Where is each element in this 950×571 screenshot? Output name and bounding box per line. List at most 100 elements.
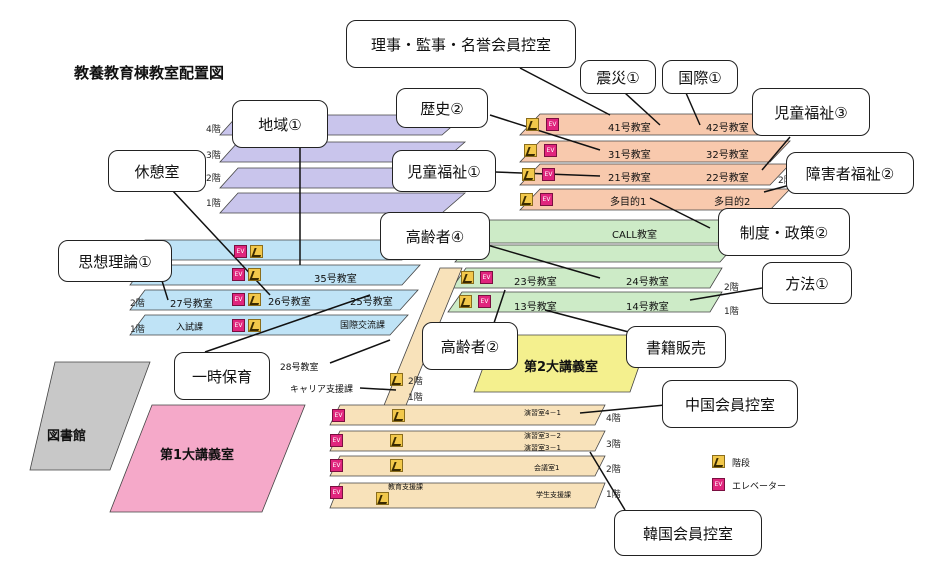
room-35: 35号教室 [314,274,357,285]
room-31: 31号教室 [608,150,651,161]
room-admission: 入試課 [176,323,204,333]
floor-label-4: 4階 [206,125,221,135]
elevator-icon: EV [546,118,559,131]
elevator-icon: EV [540,193,553,206]
lecture-hall-1 [109,404,306,513]
legend-elevator-icon: EV [712,478,725,491]
callout-method: 方法① [762,262,852,304]
elevator-icon: EV [232,268,245,281]
room-26: 26号教室 [268,297,311,308]
stairs-icon [461,271,474,284]
room-24: 24号教室 [626,277,669,288]
elevator-icon: EV [478,295,491,308]
elevator-icon: EV [330,434,343,447]
page-title: 教養教育棟教室配置図 [74,64,225,82]
room-25: 25号教室 [350,297,393,308]
callout-disability-welfare-2: 障害者福祉② [786,152,914,194]
room-22: 22号教室 [706,173,749,184]
callout-elderly-2: 高齢者② [422,322,518,370]
stairs-icon [248,293,261,306]
room-career: キャリア支援課 [290,385,354,395]
callout-elderly-4: 高齢者④ [380,212,490,260]
lecture-hall-1-label: 第1大講義室 [160,448,235,463]
floor-label-2-blue: 2階 [130,299,145,309]
floor-label-1-blue: 1階 [130,325,145,335]
callout-board-room: 理事・監事・名誉会員控室 [346,20,576,68]
room-call: CALL教室 [612,230,657,241]
stairs-icon [376,492,389,505]
stairs-icon [392,409,405,422]
library-label: 図書館 [47,429,87,444]
floor-label-3-tan: 3階 [606,440,621,450]
room-28: 28号教室 [280,363,319,373]
callout-policy: 制度・政策② [718,208,850,256]
legend-elevator-label: エレベーター [732,482,787,492]
lecture-hall-2 [473,334,651,393]
callout-disaster: 震災① [580,60,656,94]
callout-childcare: 一時保育 [174,352,270,400]
room-multi1: 多目的1 [610,197,647,208]
elevator-icon: EV [232,293,245,306]
callout-rest-room: 休憩室 [108,150,206,192]
elevator-icon: EV [332,409,345,422]
floor-label-4-tan: 4階 [606,414,621,424]
floor-label-1-connector: 1階 [408,393,423,403]
elevator-icon: EV [234,245,247,258]
room-27: 27号教室 [170,299,213,310]
green-building [447,219,741,313]
stairs-icon [526,118,539,131]
callout-child-welfare-3: 児童福祉③ [752,88,870,136]
lecture-hall-2-label: 第2大講義室 [524,360,599,375]
stairs-icon [248,268,261,281]
callout-child-welfare-1: 児童福祉① [392,150,496,192]
callout-korea-room: 韓国会員控室 [614,510,762,556]
room-13: 13号教室 [514,302,557,313]
stairs-icon [390,434,403,447]
room-14: 14号教室 [626,302,669,313]
room-ex31: 演習室3－1 [524,444,561,452]
floor-label-2: 2階 [206,174,221,184]
stairs-icon [524,144,537,157]
elevator-icon: EV [330,459,343,472]
elevator-icon: EV [232,319,245,332]
elevator-icon: EV [542,168,555,181]
stairs-icon [459,295,472,308]
room-42: 42号教室 [706,123,749,134]
room-23: 23号教室 [514,277,557,288]
room-ex32: 演習室3－2 [524,432,561,440]
room-41: 41号教室 [608,123,651,134]
callout-thought-theory: 思想理論① [58,240,172,282]
stairs-icon [390,459,403,472]
stairs-icon [522,168,535,181]
callout-international: 国際① [662,60,738,94]
stairs-icon [390,373,403,386]
elevator-icon: EV [544,144,557,157]
stairs-icon [248,319,261,332]
floor-label-2-tan: 2階 [606,465,621,475]
elevator-icon: EV [330,486,343,499]
room-edu-support: 教育支援課 [388,483,423,491]
room-conf1: 会議室1 [534,464,560,472]
callout-pointers [157,67,791,511]
floor-label-3: 3階 [206,151,221,161]
callout-china-room: 中国会員控室 [662,380,798,428]
callout-region: 地域① [232,100,328,148]
floor-label-2-orange: 2階 [778,173,793,186]
floor-label-2-green: 2階 [724,283,739,293]
callout-history: 歴史② [396,88,488,128]
room-ex41: 演習室4－1 [524,409,561,417]
room-32: 32号教室 [706,150,749,161]
legend-stairs-icon [712,455,725,468]
legend-stairs-label: 階段 [732,459,751,469]
room-student-support: 学生支援課 [536,491,571,499]
floor-label-1-tan: 1階 [606,490,621,500]
stairs-icon [520,193,533,206]
callout-book-sales: 書籍販売 [626,326,726,368]
elevator-icon: EV [480,271,493,284]
room-intl-office: 国際交流課 [340,321,386,331]
floor-label-1: 1階 [206,199,221,209]
room-multi2: 多目的2 [714,197,751,208]
stairs-icon [250,245,263,258]
floor-label-2-connector: 2階 [408,377,423,387]
floor-label-1-green: 1階 [724,307,739,317]
